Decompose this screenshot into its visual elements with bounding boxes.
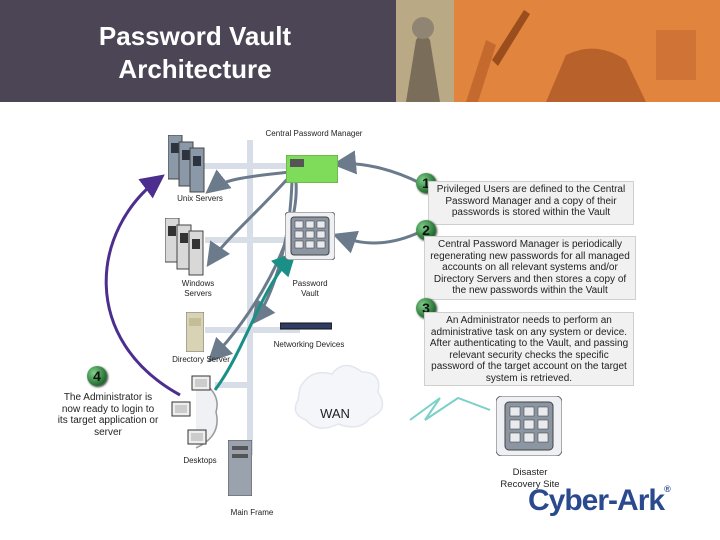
wan-label: WAN: [320, 406, 350, 421]
step-4-text: The Administrator is now ready to login …: [56, 392, 160, 438]
banner-image: [396, 0, 720, 102]
step-1-text: Privileged Users are defined to the Cent…: [428, 181, 634, 225]
main-frame-icon: [228, 440, 252, 496]
step-2-badge: 2: [416, 220, 436, 240]
unix-servers-icon: [168, 135, 205, 193]
step-2-text: Central Password Manager is periodically…: [424, 236, 636, 300]
desktops-icon: [171, 375, 218, 449]
networking-devices-label: Networking Devices: [273, 340, 345, 349]
logo-registered-mark: ®: [664, 484, 671, 494]
arrow-manager-windows: [206, 175, 292, 267]
windows-servers-icon: [165, 218, 204, 276]
disaster-recovery-vault-icon: [496, 396, 562, 456]
arrow-step2: [332, 230, 421, 254]
disaster-recovery-site-label: Disaster Recovery Site: [500, 467, 560, 490]
directory-server-label: Directory Server: [172, 355, 230, 364]
arrow-admin-vault: [213, 251, 297, 391]
wan-link: [409, 396, 491, 421]
password-vault-icon: [285, 212, 335, 260]
windows-servers-label: Windows Servers: [181, 279, 215, 298]
banner-photo-icon: [396, 0, 720, 102]
main-frame-label: Main Frame: [230, 508, 274, 517]
password-vault-label: Password Vault: [292, 279, 328, 298]
unix-servers-label: Unix Servers: [177, 194, 223, 203]
arrow-admin-unix: [104, 174, 181, 397]
desktops-label: Desktops: [183, 456, 217, 465]
networking-device-icon: [280, 322, 332, 330]
directory-server-icon: [186, 312, 204, 352]
central-password-manager-label: Central Password Manager: [265, 129, 363, 138]
wan-cloud-icon: [294, 364, 384, 429]
page-title: Password Vault Architecture: [98, 21, 292, 84]
network-backbone: [185, 140, 300, 455]
logo-text: Cyber-Ark: [528, 484, 665, 517]
arrow-step1: [332, 150, 421, 185]
title-banner: [0, 0, 396, 102]
step-4-badge: 4: [87, 366, 107, 386]
arrow-manager-directory: [207, 181, 298, 363]
step-3-text: An Administrator needs to perform an adm…: [424, 312, 634, 386]
cyber-ark-logo: Cyber-Ark®: [528, 484, 671, 518]
arrow-manager-unix: [205, 169, 291, 194]
central-password-manager-icon: [286, 155, 338, 183]
